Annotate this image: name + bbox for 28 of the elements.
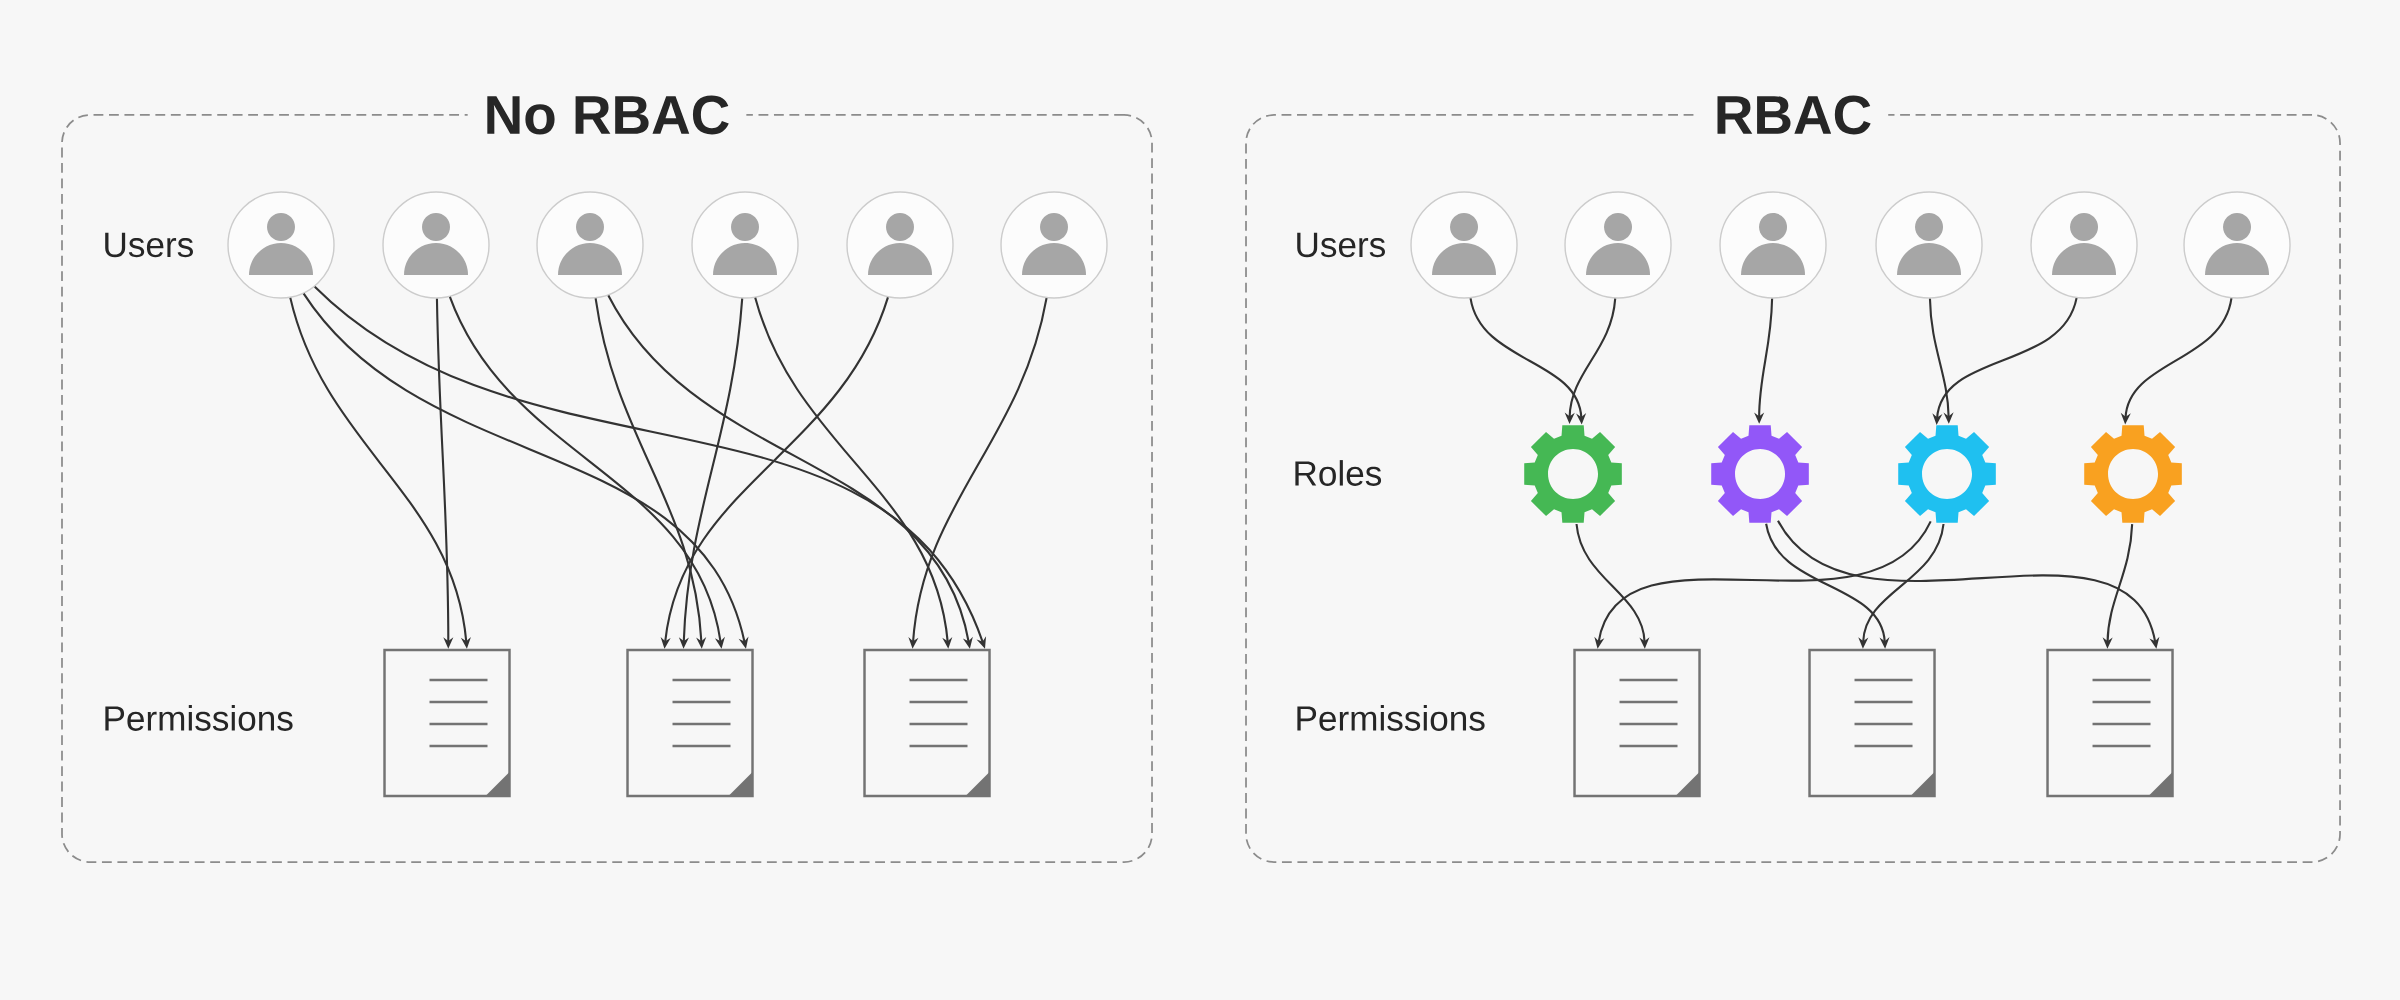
gear-icon: [2084, 425, 2182, 523]
user-avatar-icon: [2030, 191, 2138, 299]
user-avatar-icon: [1719, 191, 1827, 299]
gear-icon: [1524, 425, 1622, 523]
user-avatar-icon: [2183, 191, 2291, 299]
gear-icon: [1711, 425, 1809, 523]
document-icon: [626, 648, 754, 798]
document-icon: [1808, 648, 1936, 798]
user-avatar-icon: [1564, 191, 1672, 299]
user-avatar-icon: [846, 191, 954, 299]
document-icon: [383, 648, 511, 798]
user-avatar-icon: [691, 191, 799, 299]
user-avatar-icon: [382, 191, 490, 299]
gear-icon: [1898, 425, 1996, 523]
document-icon: [2046, 648, 2174, 798]
row-label: Users: [105, 232, 193, 258]
row-label: Roles: [1295, 460, 1382, 486]
user-avatar-icon: [1875, 191, 1983, 299]
panel-title: No RBAC: [467, 93, 747, 137]
user-avatar-icon: [1410, 191, 1518, 299]
row-label: Permissions: [1297, 705, 1485, 731]
document-icon: [1573, 648, 1701, 798]
user-avatar-icon: [1000, 191, 1108, 299]
row-label: Permissions: [105, 705, 293, 731]
user-avatar-icon: [536, 191, 644, 299]
document-icon: [863, 648, 991, 798]
panel-title: RBAC: [1697, 93, 1889, 137]
user-avatar-icon: [227, 191, 335, 299]
